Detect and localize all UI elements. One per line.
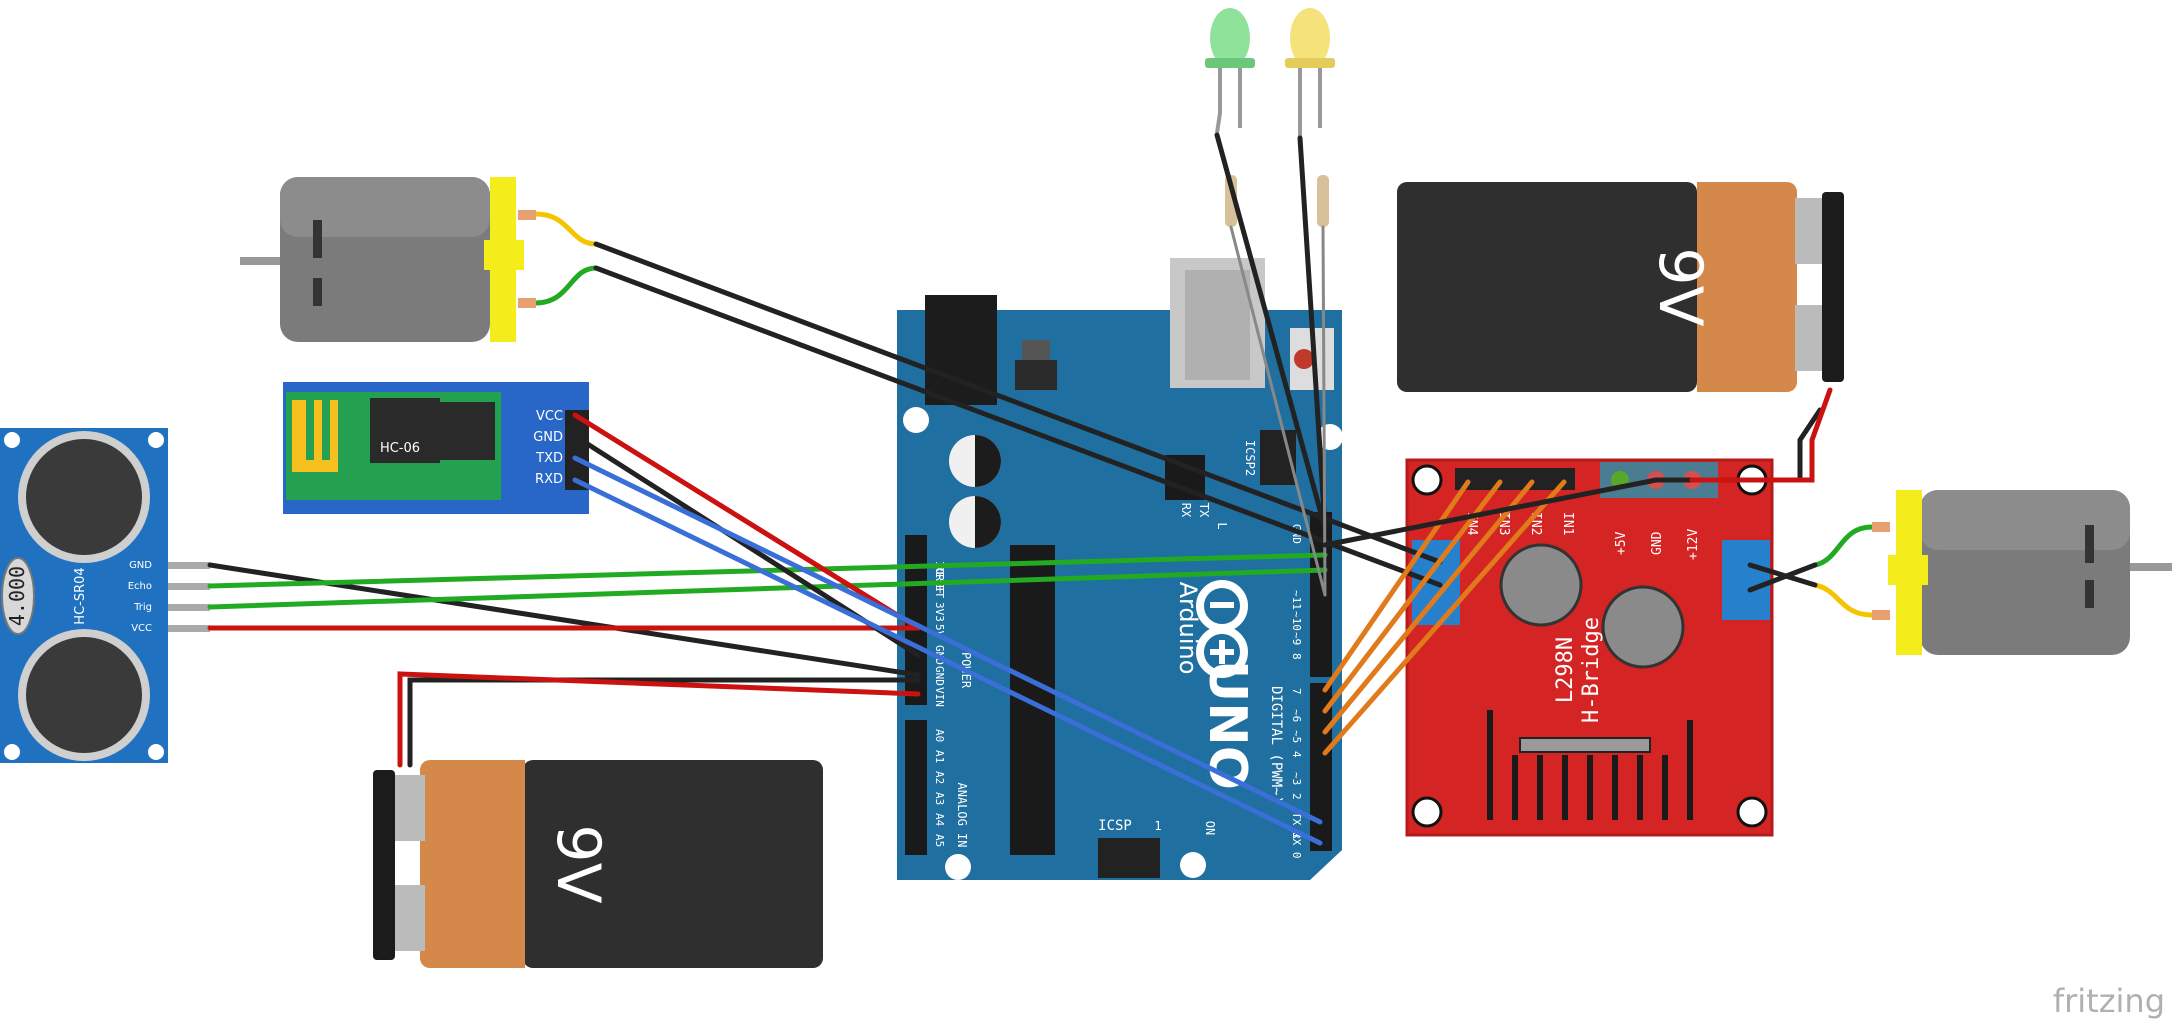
- wire-led-resistor-yellow: [1321, 225, 1327, 597]
- arduino-model-label: UNO: [1197, 660, 1257, 790]
- wire-battery-bottom-neg: [407, 677, 921, 768]
- wire-led-yellow: [1297, 135, 1328, 531]
- arduino-pin-a0: A0: [933, 729, 946, 742]
- arduino-pin-d7: 7: [1290, 688, 1303, 695]
- hc-06-pin-rxd: RXD: [535, 472, 563, 487]
- battery-top-label: 9V: [1645, 247, 1715, 326]
- wire-hc06-vcc: [572, 412, 921, 631]
- dc-motor-left: [240, 177, 597, 342]
- wire-in4: [1322, 479, 1471, 693]
- wire-sr04-trig: [207, 567, 1328, 610]
- hbridge-name-line2: H-Bridge: [1579, 617, 1604, 723]
- arduino-pin-d10: ~10: [1290, 611, 1303, 631]
- arduino-icsp2-label: ICSP2: [1243, 440, 1257, 476]
- arduino-analog-pin-labels: A0 A1 A2 A3 A4 A5: [933, 729, 946, 847]
- wire-hc06-rxd: [572, 477, 1323, 846]
- hc-06-model-label: HC-06: [380, 441, 420, 456]
- hbridge-name-line1: L298N: [1553, 637, 1578, 703]
- hc-sr04-display: 4.000: [5, 566, 29, 626]
- hc-sr04-sensor: 4.000 HC-SR04 GND Echo Trig VCC: [0, 428, 210, 763]
- wire-motor-left-1: [593, 241, 1443, 565]
- arduino-digital-label: DIGITAL (PWM~): [1268, 686, 1284, 804]
- led-green: [1205, 8, 1255, 227]
- wire-led-resistor-green: [1229, 225, 1327, 597]
- battery-bottom-label: 9V: [543, 824, 613, 903]
- hbridge-pin-5v: +5V: [1614, 531, 1629, 555]
- arduino-pin-a5: A5: [933, 834, 946, 847]
- arduino-pin-d2: 2: [1290, 793, 1303, 800]
- dc-motor-right: [1814, 490, 2172, 655]
- wire-led-green: [1214, 132, 1328, 531]
- hc-sr04-pin-trig: Trig: [133, 602, 152, 613]
- wire-in2: [1322, 479, 1535, 735]
- arduino-pin-a2: A2: [933, 771, 946, 784]
- battery-9v-bottom: 9V: [373, 760, 823, 968]
- hc-sr04-pin-gnd: GND: [129, 560, 152, 571]
- battery-9v-top: 9V: [1397, 182, 1844, 392]
- hc-06-pin-txd: TXD: [535, 451, 563, 466]
- wires: [207, 132, 1833, 846]
- arduino-pin-3v3: 3V3: [933, 602, 946, 622]
- arduino-pin-gnd-2: GND: [933, 666, 946, 686]
- hc-sr04-model-label: HC-SR04: [73, 567, 88, 624]
- arduino-pin-a1: A1: [933, 750, 946, 763]
- hbridge-pin-gnd: GND: [1650, 531, 1665, 555]
- arduino-rx-label: RX: [1179, 503, 1193, 518]
- led-yellow: [1285, 8, 1335, 227]
- arduino-power-pin-labels: IOREF RESET 3V3 5V GND GND VIN: [933, 561, 946, 707]
- arduino-pin-d5: ~5: [1290, 730, 1303, 743]
- hc-sr04-pin-vcc: VCC: [131, 623, 152, 634]
- arduino-digital-pin-labels: GND ~11 ~10 ~9 8 7 ~6 ~5 4 ~3 2 TX 1 RX …: [1290, 524, 1303, 859]
- arduino-l-label: L: [1215, 522, 1229, 529]
- hbridge-pin-in1: IN1: [1560, 512, 1575, 535]
- arduino-pin-d4: 4: [1290, 751, 1303, 758]
- wire-in3: [1322, 479, 1503, 714]
- hc-sr04-pin-echo: Echo: [128, 581, 152, 592]
- hc-06-pin-gnd: GND: [533, 430, 563, 445]
- arduino-pin-d3: ~3: [1290, 772, 1303, 785]
- wire-motor-left-2: [593, 265, 1443, 588]
- wire-battery-bottom-pos: [397, 671, 921, 768]
- wire-sr04-echo: [207, 552, 1328, 589]
- arduino-icsp-number: 1: [1154, 819, 1161, 833]
- arduino-pin-d9: ~9: [1290, 632, 1303, 645]
- hc-06-pin-vcc: VCC: [536, 409, 563, 424]
- wire-in1: [1322, 479, 1567, 756]
- arduino-pin-vin: VIN: [933, 687, 946, 707]
- wire-motor-right-2: [1747, 562, 1818, 593]
- arduino-pin-rx0: RX 0: [1290, 832, 1303, 859]
- arduino-analog-header-label: ANALOG IN: [955, 782, 969, 847]
- hc-06-bluetooth: HC-06 VCC GND TXD RXD: [283, 382, 589, 514]
- arduino-pin-d6: ~6: [1290, 709, 1303, 722]
- wire-battery-top-pos: [1689, 387, 1833, 483]
- arduino-uno: Arduino UNO DIGITAL (PWM~) ICSP2 ICSP 1 …: [897, 258, 1343, 880]
- arduino-pin-ioref: IOREF: [933, 561, 946, 594]
- arduino-icsp-label: ICSP: [1098, 818, 1132, 834]
- arduino-pin-d8: 8: [1290, 653, 1303, 660]
- wire-hc06-txd: [572, 455, 1323, 825]
- arduino-pin-d11: ~11: [1290, 590, 1303, 610]
- wire-hbridge-gnd: [1322, 477, 1659, 548]
- fritzing-watermark: fritzing: [2053, 982, 2165, 1020]
- hbridge-pin-12v: +12V: [1686, 529, 1701, 560]
- arduino-pin-a4: A4: [933, 813, 946, 827]
- arduino-tx-label: TX: [1197, 503, 1211, 518]
- arduino-on-label: ON: [1203, 821, 1217, 835]
- arduino-pin-a3: A3: [933, 792, 946, 805]
- arduino-brand-label: Arduino: [1174, 582, 1202, 675]
